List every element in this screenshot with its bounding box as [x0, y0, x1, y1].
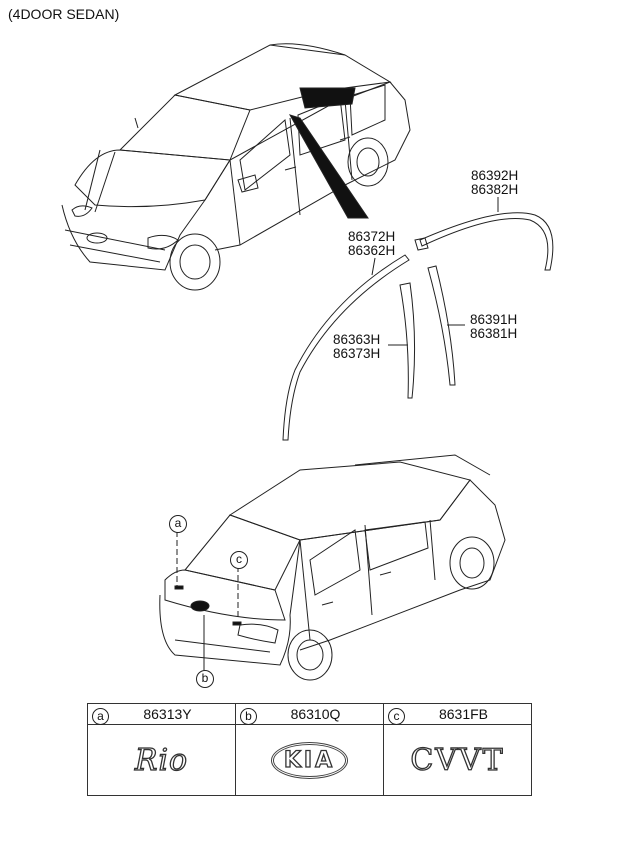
legend-header-b: b 86310Q [235, 703, 384, 725]
legend-part-c: 8631FB [438, 706, 489, 722]
callout-a: a [169, 515, 187, 533]
kia-emblem-oval: KIA [270, 741, 349, 779]
molding-strips [282, 212, 554, 441]
legend-letter-c: c [388, 708, 405, 725]
legend-part-b: 86310Q [290, 706, 341, 722]
callout-b: b [196, 670, 214, 688]
callout-c: c [230, 551, 248, 569]
legend-header-a: a 86313Y [87, 703, 236, 725]
callout-leaders [176, 531, 239, 620]
diagram-title: (4DOOR SEDAN) [8, 6, 120, 22]
cvvt-emblem: CVVT [410, 742, 505, 778]
emblem-legend-table: a 86313Y b 86310Q c 8631FB Rio KIA CVVT [87, 703, 532, 796]
rear-car-drawing [159, 454, 506, 681]
rio-emblem: Rio [134, 742, 189, 778]
legend-letter-a: a [92, 708, 109, 725]
front-car-drawing [61, 43, 411, 291]
legend-emblem-kia: KIA [235, 724, 384, 796]
legend-letter-b: b [240, 708, 257, 725]
leader-lines [371, 197, 499, 346]
legend-emblem-rio: Rio [87, 724, 236, 796]
kia-emblem: KIA [283, 747, 336, 773]
legend-emblem-cvvt: CVVT [383, 724, 532, 796]
legend-header-c: c 8631FB [383, 703, 532, 725]
legend-part-a: 86313Y [143, 706, 192, 722]
